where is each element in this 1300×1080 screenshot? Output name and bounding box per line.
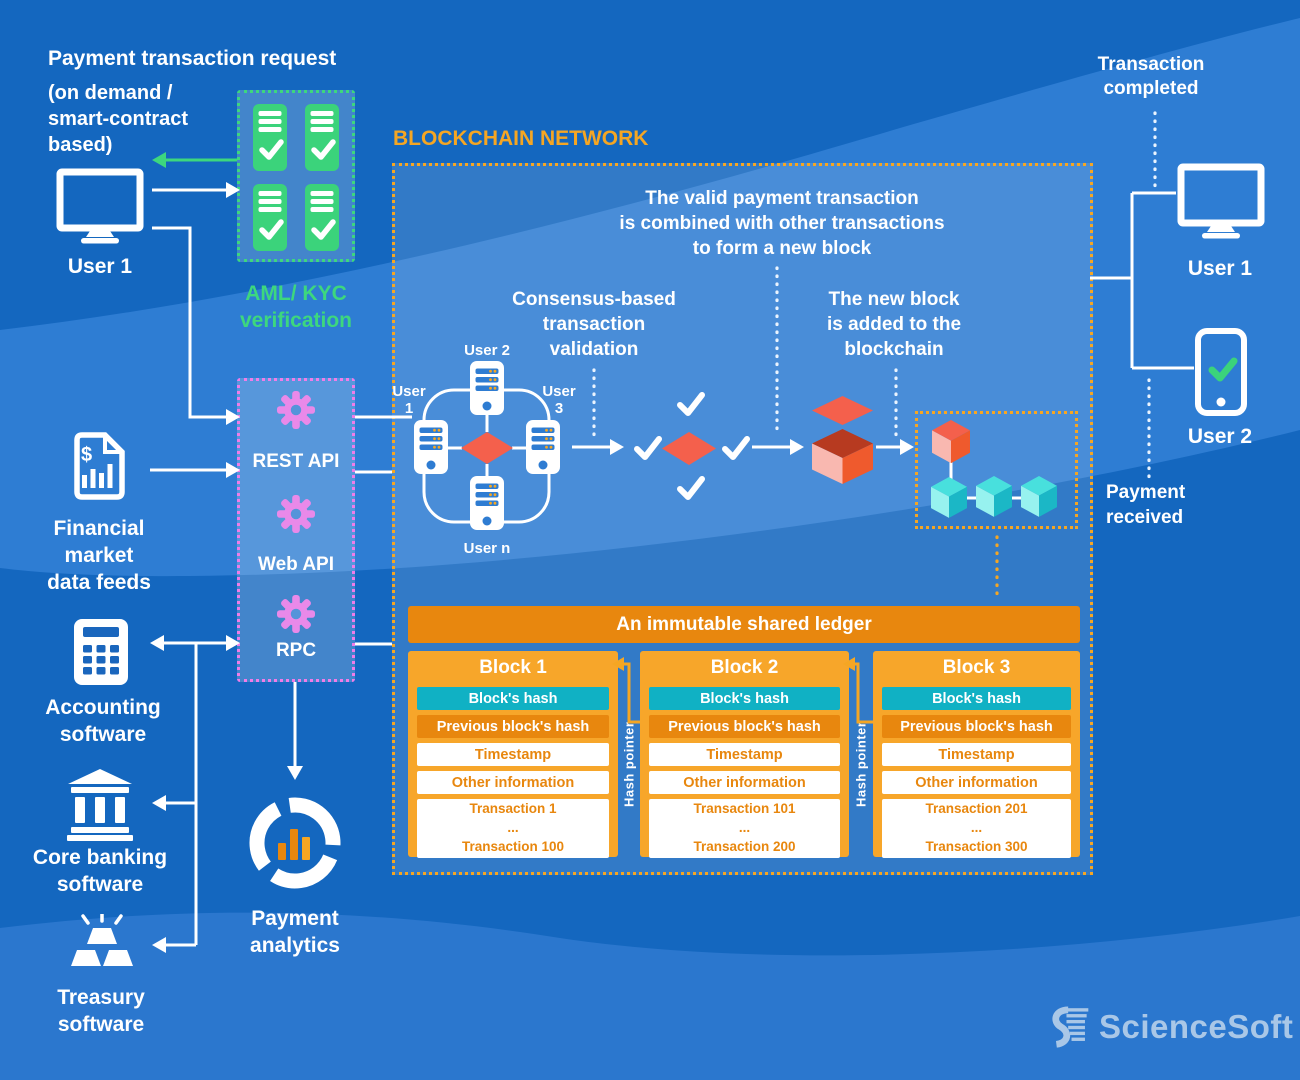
block-hash-row: Block's hash bbox=[417, 687, 609, 710]
user1-label: User 1 bbox=[67, 255, 133, 278]
new-block-chain-box bbox=[915, 411, 1078, 529]
ledger-header: An immutable shared ledger bbox=[408, 606, 1080, 643]
transactions-row: Transaction 201 ... Transaction 300 bbox=[882, 799, 1071, 858]
payment-request-subtitle: (on demand / smart-contract based) bbox=[48, 82, 189, 156]
user1-monitor-icon-right bbox=[1177, 163, 1265, 244]
transaction-completed-label: Transaction completed bbox=[1097, 54, 1205, 99]
web-api-gear-icon bbox=[277, 495, 315, 538]
new-block-cube-icon bbox=[932, 420, 970, 468]
consensus-validation-text: Consensus-based transaction validation bbox=[512, 289, 676, 360]
node-server-icon bbox=[470, 361, 504, 420]
payment-received-label: Payment received bbox=[1106, 482, 1186, 528]
payment-request-title: Payment transaction request bbox=[48, 47, 337, 70]
financial-data-feeds-label: Financial market data feeds bbox=[47, 517, 151, 594]
accounting-software-label: Accounting software bbox=[45, 696, 161, 746]
transactions-row: Transaction 1 ... Transaction 100 bbox=[417, 799, 609, 858]
hash-pointer-label: Hash pointer bbox=[853, 721, 869, 807]
timestamp-row: Timestamp bbox=[882, 743, 1071, 766]
chain-block-cube-icon bbox=[931, 477, 967, 523]
cluster-user3-label: User 3 bbox=[542, 383, 576, 417]
aml-server-icon bbox=[253, 184, 287, 256]
combine-transactions-text: The valid payment transaction is combine… bbox=[619, 188, 945, 259]
blockchain-network-title: BLOCKCHAIN NETWORK bbox=[393, 127, 649, 150]
rest-api-gear-icon bbox=[277, 391, 315, 434]
cluster-usern-label: User n bbox=[463, 540, 511, 557]
hash-pointer-label: Hash pointer bbox=[621, 721, 637, 807]
user1-right-label: User 1 bbox=[1187, 257, 1253, 280]
check-icon bbox=[634, 436, 662, 465]
other-info-row: Other information bbox=[417, 771, 609, 794]
rpc-label: RPC bbox=[275, 640, 317, 661]
aml-kyc-label: AML/ KYC verification bbox=[239, 282, 353, 332]
payment-analytics-icon bbox=[245, 793, 345, 898]
brand-name: ScienceSoft bbox=[1099, 1007, 1294, 1045]
user1-monitor-icon bbox=[56, 168, 144, 249]
accounting-software-icon bbox=[74, 619, 128, 690]
transaction-diamond-icon bbox=[461, 432, 513, 469]
block-title: Block 1 bbox=[479, 657, 547, 678]
sciencesoft-logo-icon bbox=[1052, 1006, 1089, 1048]
treasury-gold-icon bbox=[68, 912, 136, 981]
core-banking-label: Core banking software bbox=[32, 846, 168, 896]
node-server-icon bbox=[526, 420, 560, 479]
aml-server-icon bbox=[253, 104, 287, 176]
block-hash-row: Block's hash bbox=[882, 687, 1071, 710]
sciencesoft-logo: ScienceSoft bbox=[1048, 1004, 1293, 1049]
cluster-user2-label: User 2 bbox=[464, 342, 510, 359]
chain-block-cube-icon bbox=[976, 476, 1012, 522]
rest-api-label: REST API bbox=[252, 451, 340, 472]
check-icon bbox=[677, 392, 705, 421]
core-banking-icon bbox=[66, 769, 134, 846]
block-hash-row: Block's hash bbox=[649, 687, 840, 710]
validated-transaction-diamond-icon bbox=[662, 432, 716, 470]
payment-analytics-label: Payment analytics bbox=[250, 907, 340, 957]
chain-block-cube-icon bbox=[1021, 476, 1057, 522]
user2-phone-icon bbox=[1195, 328, 1247, 421]
aml-server-icon bbox=[305, 184, 339, 256]
other-info-row: Other information bbox=[649, 771, 840, 794]
check-icon bbox=[722, 436, 750, 465]
timestamp-row: Timestamp bbox=[417, 743, 609, 766]
timestamp-row: Timestamp bbox=[649, 743, 840, 766]
dollar-sign: $ bbox=[81, 444, 92, 466]
new-block-added-text: The new block is added to the blockchain bbox=[826, 289, 962, 360]
block-title: Block 2 bbox=[710, 657, 779, 678]
forming-block-cube-icon bbox=[812, 396, 873, 491]
previous-hash-row: Previous block's hash bbox=[417, 715, 609, 738]
other-info-row: Other information bbox=[882, 771, 1071, 794]
web-api-label: Web API bbox=[257, 554, 335, 575]
financial-data-feed-icon: $ bbox=[72, 431, 126, 506]
aml-server-icon bbox=[305, 104, 339, 176]
node-server-icon bbox=[414, 420, 448, 479]
node-server-icon bbox=[470, 476, 504, 535]
previous-hash-row: Previous block's hash bbox=[882, 715, 1071, 738]
user2-right-label: User 2 bbox=[1187, 425, 1253, 448]
ledger-block-2: Block 2 Block's hash Previous block's ha… bbox=[640, 651, 849, 858]
check-icon bbox=[677, 476, 705, 505]
previous-hash-row: Previous block's hash bbox=[649, 715, 840, 738]
rpc-gear-icon bbox=[277, 595, 315, 638]
transactions-row: Transaction 101 ... Transaction 200 bbox=[649, 799, 840, 858]
treasury-software-label: Treasury software bbox=[57, 986, 145, 1036]
block-title: Block 3 bbox=[942, 657, 1011, 678]
ledger-block-3: Block 3 Block's hash Previous block's ha… bbox=[873, 651, 1080, 858]
ledger-block-1: Block 1 Block's hash Previous block's ha… bbox=[408, 651, 618, 858]
cluster-user1-label: User 1 bbox=[392, 383, 426, 417]
